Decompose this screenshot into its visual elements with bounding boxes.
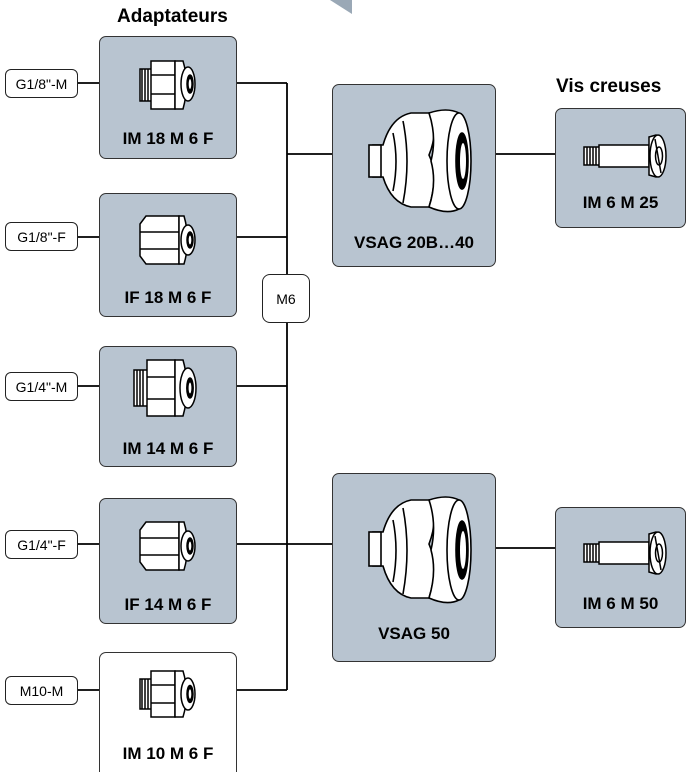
adapter-label-if14: IF 14 M 6 F bbox=[124, 595, 212, 614]
adapter-label-im10: IM 10 M 6 F bbox=[122, 744, 214, 763]
adapters-header: Adaptateurs bbox=[117, 6, 228, 27]
port-tag-m10-m: M10-M bbox=[5, 676, 78, 705]
bellows-suction-cup-icon bbox=[368, 496, 472, 604]
male-female-adapter-icon bbox=[139, 670, 196, 718]
adapter-box-if14: IF 14 M 6 F bbox=[99, 498, 237, 624]
port-tag-g18-m: G1/8"-M bbox=[5, 69, 78, 98]
screw-label-im6m25: IM 6 M 25 bbox=[582, 193, 659, 212]
adapter-box-if18: IF 18 M 6 F bbox=[99, 193, 237, 317]
male-female-adapter-icon bbox=[133, 359, 197, 417]
decorative-triangle bbox=[330, 0, 352, 14]
hollow-screw-icon bbox=[583, 134, 667, 178]
suction-cup-box-vsag20: VSAG 20B…40 bbox=[332, 84, 496, 267]
suction-cup-label-vsag20: VSAG 20B…40 bbox=[354, 233, 474, 252]
suction-cup-label-vsag50: VSAG 50 bbox=[378, 624, 450, 643]
port-tag-g18-f: G1/8"-F bbox=[5, 222, 78, 251]
screw-box-im6m25: IM 6 M 25 bbox=[555, 108, 686, 228]
male-female-adapter-icon bbox=[139, 60, 196, 110]
port-tag-g14-f: G1/4"-F bbox=[5, 530, 78, 559]
adapter-box-im10: IM 10 M 6 F bbox=[99, 652, 237, 772]
adapter-box-im14: IM 14 M 6 F bbox=[99, 346, 237, 467]
thread-tag-m6: M6 bbox=[262, 274, 310, 323]
bellows-suction-cup-icon bbox=[368, 109, 472, 213]
suction-cup-box-vsag50: VSAG 50 bbox=[332, 473, 496, 662]
hollow-screws-header: Vis creuses bbox=[556, 76, 662, 97]
adapter-label-if18: IF 18 M 6 F bbox=[124, 288, 212, 307]
adapter-label-im18: IM 18 M 6 F bbox=[122, 129, 214, 148]
screw-label-im6m50: IM 6 M 50 bbox=[582, 594, 659, 613]
hollow-screw-icon bbox=[583, 531, 667, 575]
screw-box-im6m50: IM 6 M 50 bbox=[555, 507, 686, 628]
adapter-box-im18: IM 18 M 6 F bbox=[99, 36, 237, 159]
female-female-adapter-icon bbox=[139, 215, 196, 265]
adapter-label-im14: IM 14 M 6 F bbox=[122, 439, 214, 458]
female-female-adapter-icon bbox=[139, 521, 196, 571]
port-tag-g14-m: G1/4"-M bbox=[5, 372, 78, 401]
